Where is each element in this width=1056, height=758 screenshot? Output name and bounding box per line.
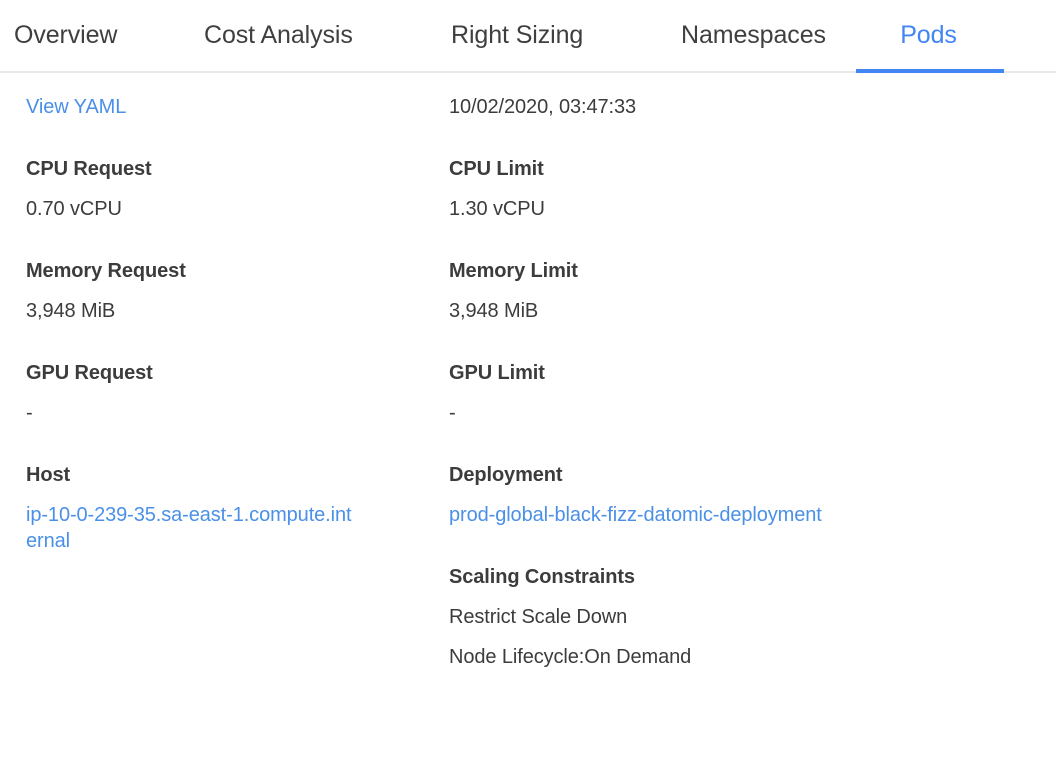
scaling-constraint-item: Restrict Scale Down (449, 606, 628, 628)
scaling-constraints-heading: Scaling Constraints (449, 566, 635, 588)
detail-column-left: View YAML CPU Request 0.70 vCPU Memory R… (0, 94, 440, 554)
view-yaml-row: View YAML (26, 94, 440, 120)
tab-overview-label: Overview (14, 21, 118, 49)
field-gpu-limit-label: GPU Limit (449, 362, 545, 384)
field-cpu-request-label: CPU Request (26, 158, 152, 180)
field-deployment: Deployment prod-global-black-fizz-datomi… (449, 462, 870, 528)
field-memory-request-label: Memory Request (26, 260, 186, 282)
field-deployment-label: Deployment (449, 464, 563, 486)
field-gpu-request-value: - (26, 402, 33, 424)
tab-list: Overview Cost Analysis Right Sizing Name… (0, 0, 1056, 73)
field-cpu-limit-label: CPU Limit (449, 158, 544, 180)
field-memory-limit-label: Memory Limit (449, 260, 578, 282)
tab-pods-label: Pods (900, 21, 957, 49)
tab-bar: Overview Cost Analysis Right Sizing Name… (0, 0, 1056, 73)
scaling-constraint-item: Node Lifecycle:On Demand (449, 646, 692, 668)
field-memory-request-value: 3,948 MiB (26, 300, 116, 322)
field-gpu-limit: GPU Limit - (449, 360, 870, 426)
host-link[interactable]: ip-10-0-239-35.sa-east-1.compute.interna… (26, 504, 352, 552)
field-cpu-limit: CPU Limit 1.30 vCPU (449, 156, 870, 222)
view-yaml-link[interactable]: View YAML (26, 96, 127, 118)
tab-namespaces[interactable]: Namespaces (681, 0, 853, 71)
field-cpu-request: CPU Request 0.70 vCPU (26, 156, 440, 222)
scaling-constraints-section: Scaling Constraints Restrict Scale Down … (449, 564, 870, 670)
field-memory-limit-value: 3,948 MiB (449, 300, 539, 322)
field-host: Host ip-10-0-239-35.sa-east-1.compute.in… (26, 462, 440, 554)
detail-columns: View YAML CPU Request 0.70 vCPU Memory R… (0, 94, 1056, 670)
detail-column-right: 10/02/2020, 03:47:33 CPU Limit 1.30 vCPU… (440, 94, 870, 670)
tab-cost-analysis[interactable]: Cost Analysis (204, 0, 451, 71)
tab-right-sizing-label: Right Sizing (451, 21, 584, 49)
tab-right-sizing[interactable]: Right Sizing (451, 0, 681, 71)
pod-timestamp: 10/02/2020, 03:47:33 (449, 96, 637, 118)
field-host-label: Host (26, 464, 71, 486)
timestamp-row: 10/02/2020, 03:47:33 (449, 94, 870, 120)
field-cpu-request-value: 0.70 vCPU (26, 198, 122, 220)
field-memory-request: Memory Request 3,948 MiB (26, 258, 440, 324)
field-gpu-request: GPU Request - (26, 360, 440, 426)
tab-namespaces-label: Namespaces (681, 21, 826, 49)
field-gpu-limit-value: - (449, 402, 456, 424)
tab-pods[interactable]: Pods (853, 0, 1004, 73)
field-cpu-limit-value: 1.30 vCPU (449, 198, 545, 220)
tab-cost-analysis-label: Cost Analysis (204, 21, 353, 49)
field-memory-limit: Memory Limit 3,948 MiB (449, 258, 870, 324)
active-tab-indicator (856, 69, 1004, 73)
deployment-link[interactable]: prod-global-black-fizz-datomic-deploymen… (449, 504, 822, 526)
pod-detail-content: View YAML CPU Request 0.70 vCPU Memory R… (0, 73, 1056, 670)
tab-overview[interactable]: Overview (14, 0, 204, 71)
field-gpu-request-label: GPU Request (26, 362, 153, 384)
